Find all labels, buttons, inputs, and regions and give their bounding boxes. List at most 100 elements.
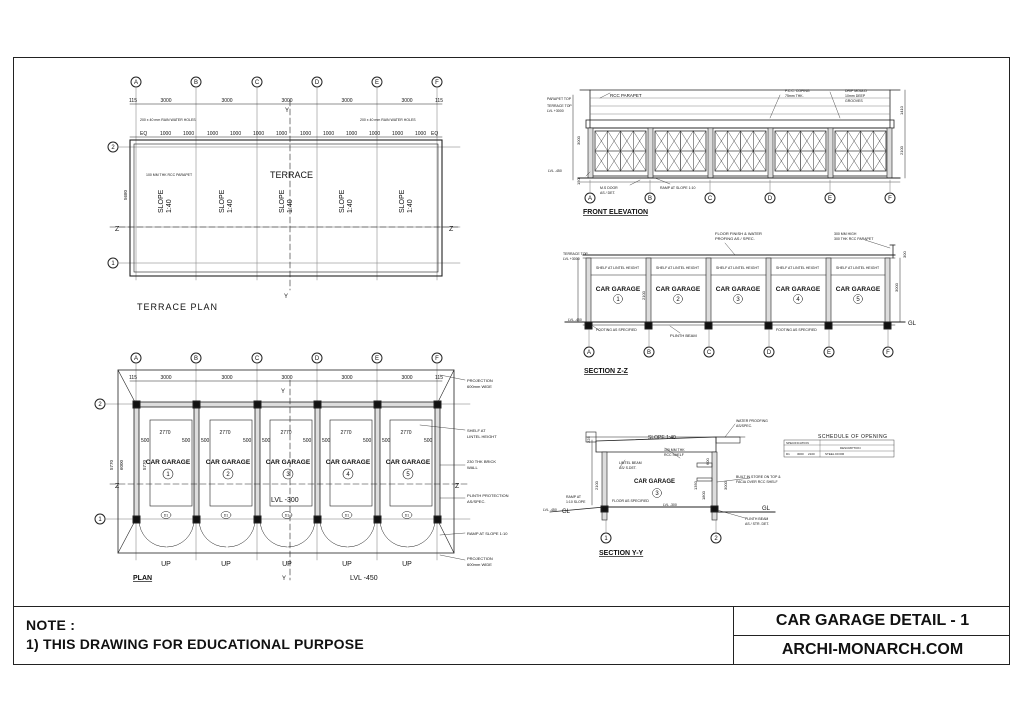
svg-text:GL: GL <box>908 321 917 327</box>
svg-text:SHELF AT LINTEL HEIGHT: SHELF AT LINTEL HEIGHT <box>836 266 880 270</box>
front-elevation-labels: RCC PARAPET P.C.C. COPING 75mm THK. DRIP… <box>547 89 904 216</box>
svg-text:D: D <box>767 350 772 356</box>
svg-text:GL: GL <box>762 506 771 512</box>
svg-text:1:40: 1:40 <box>407 199 414 213</box>
schedule-title: SCHEDULE OF OPENING <box>818 434 888 440</box>
drawing-title: CAR GARAGE DETAIL - 1 <box>775 612 970 629</box>
website-label: ARCHI-MONARCH.COM <box>781 641 964 658</box>
svg-text:300: 300 <box>902 251 907 258</box>
section-mark: Y <box>285 108 289 114</box>
front-elevation-title: FRONT ELEVATION <box>583 209 648 216</box>
svg-text:PLINTH BEAM: PLINTH BEAM <box>670 333 697 338</box>
svg-text:4: 4 <box>796 297 800 303</box>
grid-label: A <box>134 80 138 86</box>
door-tag: D1 <box>345 514 350 518</box>
svg-text:2100: 2100 <box>641 290 646 300</box>
door-panel <box>633 150 647 172</box>
dim-text: 115 <box>129 375 137 381</box>
door-brace <box>872 130 887 152</box>
svg-text:SHELF AT LINTEL HEIGHT: SHELF AT LINTEL HEIGHT <box>656 266 700 270</box>
note-text: 200 x 40 mm RAIN WATER HOLES <box>360 118 416 122</box>
section-mark: Z <box>449 226 454 233</box>
door-brace <box>607 150 621 172</box>
svg-text:1410: 1410 <box>899 105 904 115</box>
grid-label: 2 <box>111 145 115 151</box>
svg-text:PROJECTION: PROJECTION <box>467 378 493 383</box>
svg-text:2100: 2100 <box>594 480 599 490</box>
section-zz-labels: FLOOR FINISH & WATER PROFING AS / SPEC. … <box>563 231 917 375</box>
drawing-sheet-border <box>13 57 1010 665</box>
section-zz <box>564 239 906 358</box>
grid-label: B <box>194 80 198 86</box>
svg-text:LVL -450: LVL -450 <box>568 318 582 322</box>
door-panel <box>693 150 707 172</box>
svg-text:AS/ S.DET.: AS/ S.DET. <box>619 466 637 470</box>
svg-text:FOOTING AS SPECIFIED: FOOTING AS SPECIFIED <box>596 328 637 332</box>
svg-text:SLOPE: SLOPE <box>158 189 165 213</box>
svg-text:1800: 1800 <box>701 490 706 500</box>
svg-text:SHELF AT LINTEL HEIGHT: SHELF AT LINTEL HEIGHT <box>716 266 760 270</box>
grid-label: 1 <box>111 261 115 267</box>
garage-label: CAR GARAGE <box>266 459 311 466</box>
svg-text:PLINTH PROTECTION: PLINTH PROTECTION <box>467 493 509 498</box>
door-brace <box>847 130 861 152</box>
svg-text:F: F <box>888 196 892 202</box>
svg-text:CAR GARAGE: CAR GARAGE <box>836 286 881 293</box>
door-brace <box>692 150 707 172</box>
plan-notes: PROJECTION 600mm WIDE SHELF AT LINTEL HE… <box>467 378 509 567</box>
door-brace <box>594 150 609 172</box>
section-mark: Y <box>281 389 285 395</box>
door-brace <box>620 130 634 152</box>
svg-text:STEEL DOOR: STEEL DOOR <box>825 452 845 456</box>
dim-text: 1000 <box>323 131 334 137</box>
grid-bubble <box>600 532 612 544</box>
door-brace <box>752 150 767 172</box>
dim-text: 500 <box>141 438 150 444</box>
door-brace <box>800 130 814 152</box>
grid-label: C <box>255 80 260 86</box>
up-label: UP <box>221 561 231 568</box>
grid-label: A <box>134 356 138 362</box>
svg-text:PLINTH BEAM: PLINTH BEAM <box>745 517 768 521</box>
door-brace <box>714 150 729 172</box>
svg-text:M.S DOOR: M.S DOOR <box>600 186 618 190</box>
dim-text: 5770 <box>142 459 147 470</box>
front-elevation <box>572 89 906 204</box>
svg-text:1:40: 1:40 <box>287 199 294 213</box>
svg-text:WATER PROOFING: WATER PROOFING <box>736 419 768 423</box>
section-yy-labels: SLOPE 1:40 WATER PROOFING AS/SPEC. 100 M… <box>543 419 888 557</box>
svg-text:300 THK RCC PARAPET: 300 THK RCC PARAPET <box>834 237 874 241</box>
grid-label: E <box>375 80 379 86</box>
door-brace <box>607 130 621 152</box>
svg-text:LVL -450: LVL -450 <box>543 508 557 512</box>
svg-text:C: C <box>708 196 713 202</box>
svg-text:E: E <box>827 350 831 356</box>
door-brace <box>594 130 609 152</box>
dim-text: 1000 <box>346 131 357 137</box>
dim-text: 2770 <box>400 430 411 436</box>
door-brace <box>860 150 874 172</box>
door-brace <box>632 130 647 152</box>
svg-text:RCC SHELF: RCC SHELF <box>664 453 684 457</box>
section-mark: Y <box>282 576 286 582</box>
svg-text:P.C.C. COPING: P.C.C. COPING <box>785 89 810 93</box>
door-brace <box>834 150 849 172</box>
dim-text: 1000 <box>207 131 218 137</box>
svg-text:300 MM HIGH: 300 MM HIGH <box>834 232 857 236</box>
svg-text:GROOVES: GROOVES <box>845 99 863 103</box>
svg-text:SLOPE: SLOPE <box>279 189 286 213</box>
svg-text:5: 5 <box>856 297 860 303</box>
door-brace <box>834 130 849 152</box>
door-brace <box>714 130 729 152</box>
dim-text: 115 <box>129 98 137 104</box>
garage-label: CAR GARAGE <box>206 459 251 466</box>
svg-text:1: 1 <box>604 536 608 542</box>
door-panel <box>813 150 827 172</box>
svg-text:150: 150 <box>576 178 581 185</box>
svg-text:10mm DEEP: 10mm DEEP <box>845 94 866 98</box>
svg-text:2: 2 <box>676 297 680 303</box>
svg-text:A: A <box>588 196 592 202</box>
door-brace <box>632 150 647 172</box>
svg-text:PROJECTION: PROJECTION <box>467 556 493 561</box>
